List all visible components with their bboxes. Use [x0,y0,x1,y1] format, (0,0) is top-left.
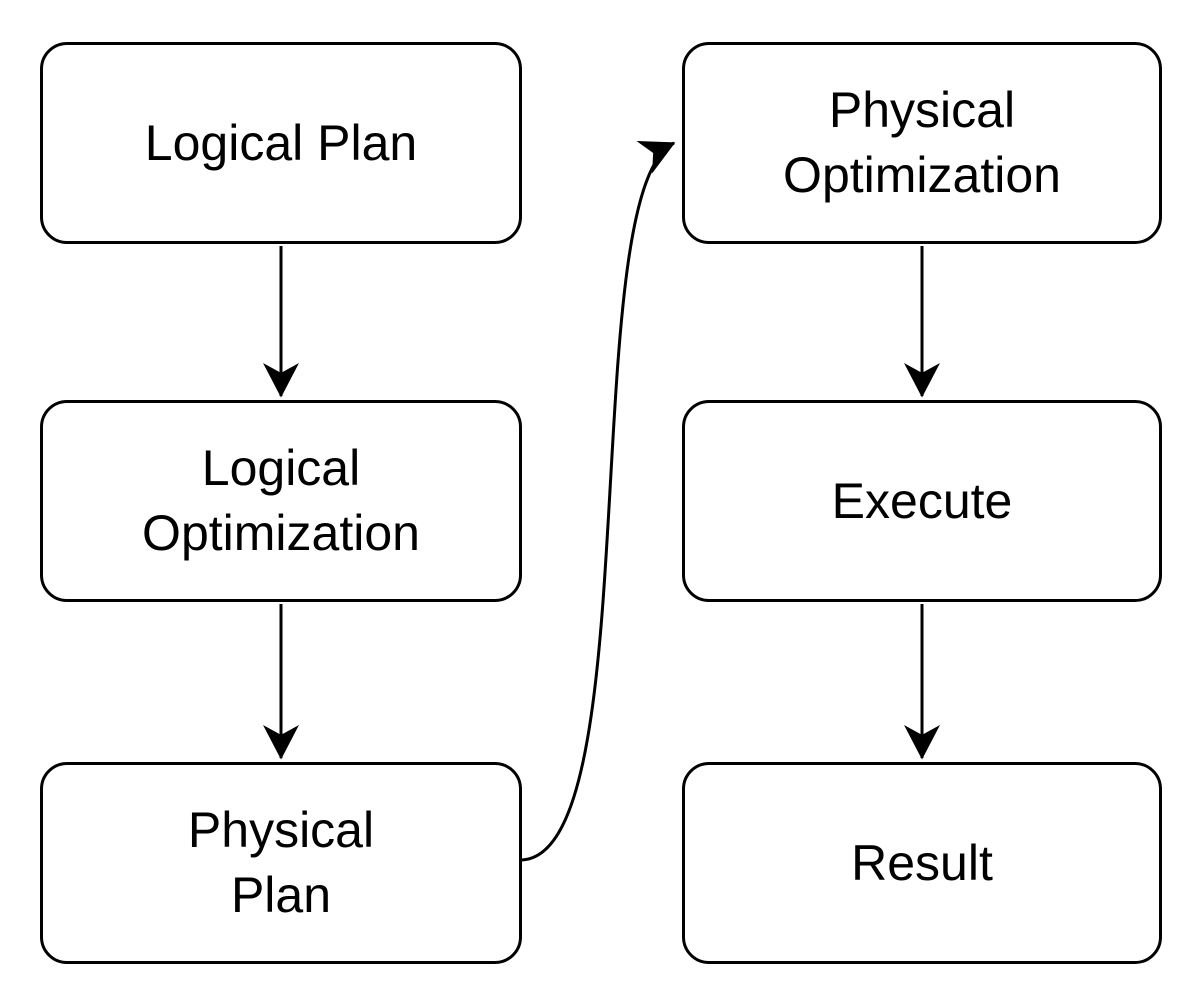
node-logical-optimization-label: Logical Optimization [142,440,420,561]
edge-physical-plan-to-physical-optimization [521,141,676,862]
node-physical-plan-label: Physical Plan [187,802,375,923]
node-logical-plan-label: Logical Plan [144,114,418,171]
node-logical-optimization: Logical Optimization [40,400,522,602]
node-result-label: Result [851,834,993,891]
node-logical-plan: Logical Plan [40,42,522,244]
node-execute-label: Execute [831,472,1013,529]
node-result: Result [682,762,1162,964]
node-physical-optimization: Physical Optimization [682,42,1162,244]
node-physical-optimization-label: Physical Optimization [783,82,1061,203]
node-physical-plan: Physical Plan [40,762,522,964]
node-execute: Execute [682,400,1162,602]
